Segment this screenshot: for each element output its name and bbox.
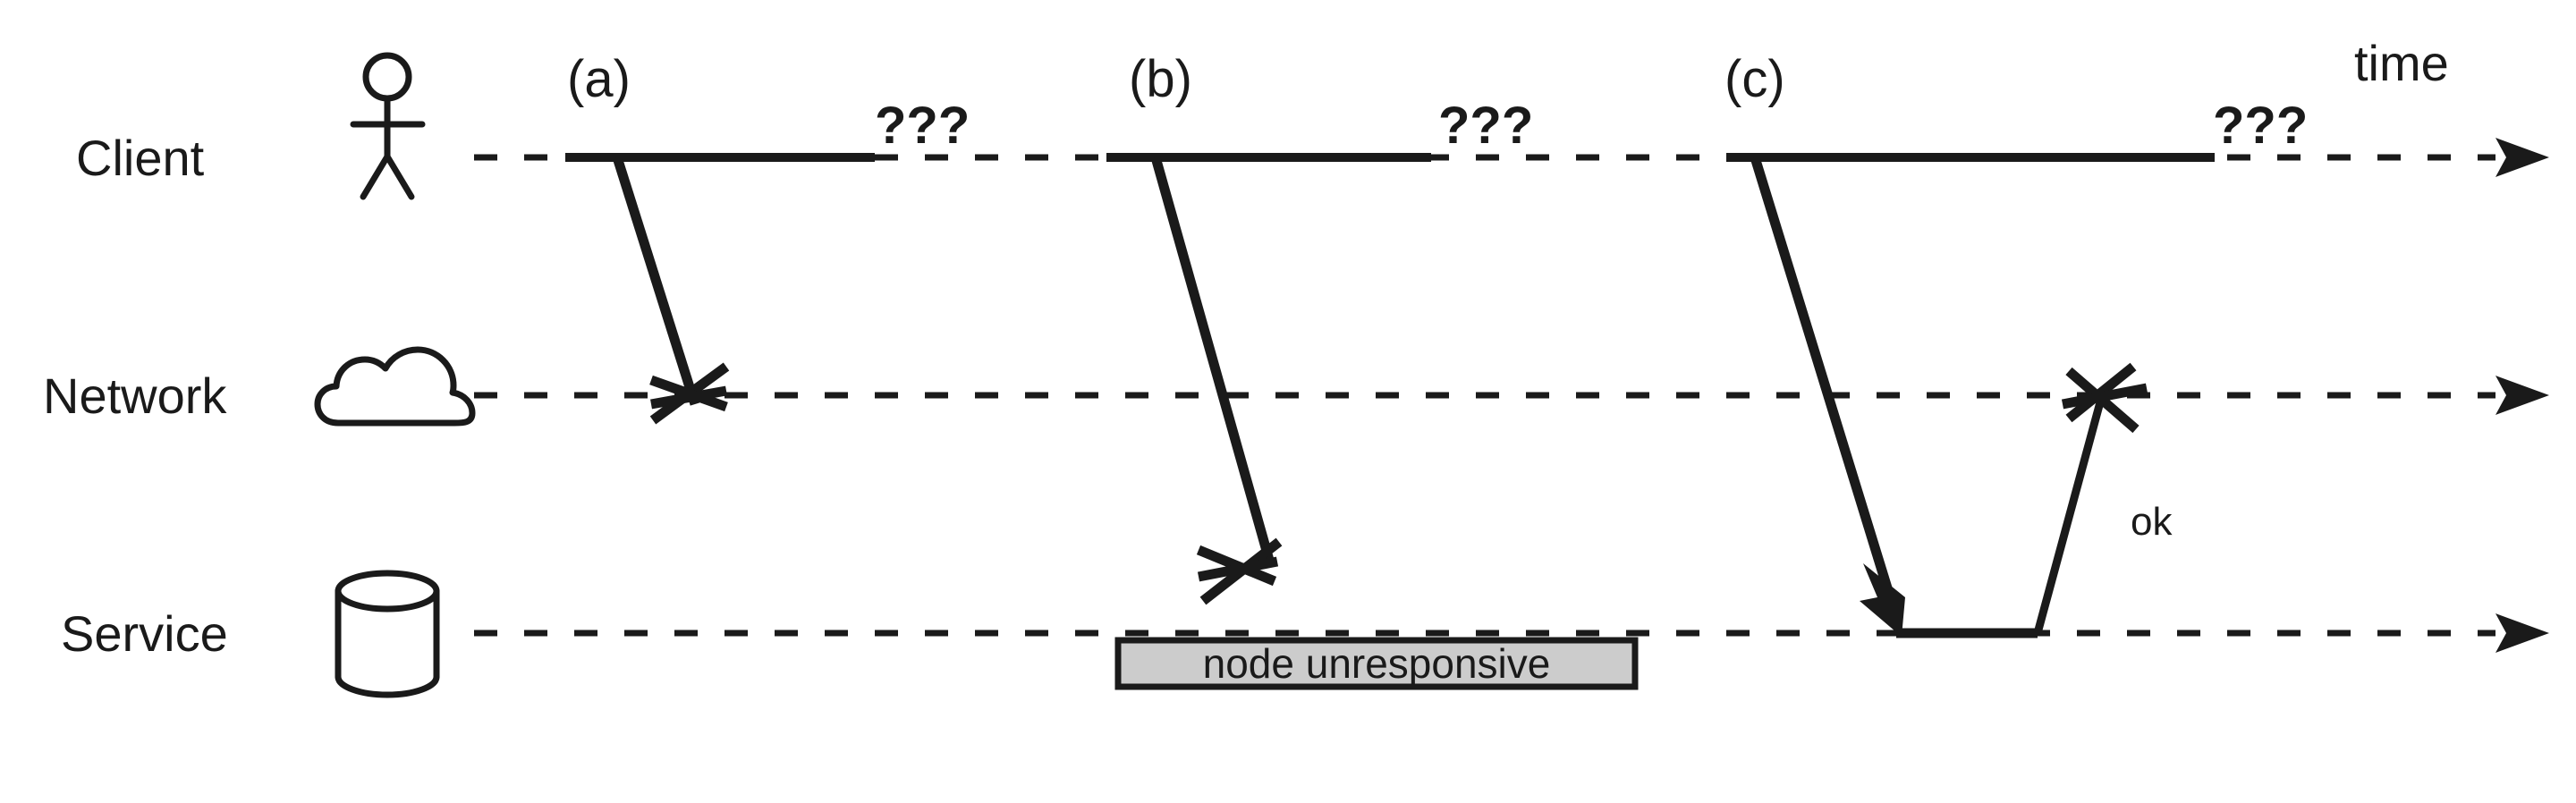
- case-b-group: [1114, 156, 1639, 690]
- case-a-drop-x-cross-icon: [649, 362, 730, 425]
- note-text-node-unresponsive: node unresponsive: [1203, 640, 1551, 687]
- case-label-b: (b): [1129, 50, 1192, 108]
- case-b-request-line: [1150, 156, 1275, 565]
- case-c-reply-label: ok: [2131, 500, 2173, 544]
- database-cylinder-icon: [335, 570, 440, 698]
- case-a-request-line: [612, 156, 700, 406]
- case-c-group: [1750, 156, 2148, 638]
- time-arrowhead-client-icon: [2496, 138, 2549, 177]
- cloud-icon: [314, 346, 476, 427]
- case-a-group: [612, 156, 730, 425]
- case-c-request-line: [1750, 156, 1902, 619]
- case-label-a: (a): [567, 50, 631, 108]
- lane-label-network: Network: [43, 368, 227, 424]
- note-box-node-unresponsive: [1114, 637, 1639, 690]
- unknown-marker-c: ???: [2213, 97, 2308, 155]
- case-label-c: (c): [1724, 50, 1785, 108]
- stick-figure-icon: [350, 52, 426, 200]
- time-arrowhead-network-icon: [2496, 376, 2549, 415]
- case-c-reply-line: [2033, 387, 2108, 635]
- case-c-request-arrowhead-icon: [1860, 563, 1905, 637]
- lane-label-service: Service: [61, 605, 228, 662]
- case-c-drop-x-cross-icon: [2061, 362, 2148, 434]
- time-arrowhead-service-icon: [2496, 613, 2549, 653]
- time-axis-label: time: [2354, 35, 2449, 91]
- lane-label-client: Client: [76, 130, 205, 186]
- unknown-marker-a: ???: [875, 97, 970, 155]
- unknown-marker-b: ???: [1438, 97, 1533, 155]
- case-b-drop-x-cross-icon: [1196, 537, 1283, 605]
